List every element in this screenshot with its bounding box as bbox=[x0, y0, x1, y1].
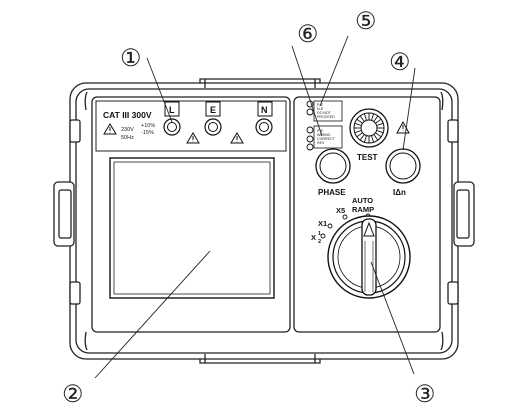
terminal-e: E bbox=[204, 101, 222, 136]
indicator-top-line2: N-E bbox=[317, 107, 324, 111]
callout-4: ④ bbox=[389, 48, 411, 76]
phase-button-label: PHASE bbox=[318, 188, 346, 197]
test-button[interactable] bbox=[349, 108, 389, 148]
selector-xhalf-den: 2 bbox=[318, 239, 321, 245]
idn-button-label: IΔn bbox=[393, 188, 406, 197]
test-button-label: TEST bbox=[357, 153, 378, 162]
terminal-e-label: E bbox=[210, 105, 216, 115]
supply-freq-label: 50Hz bbox=[121, 135, 134, 141]
selector-x1-label: X1 bbox=[318, 219, 327, 228]
warning-triangle-icon bbox=[230, 132, 244, 144]
range-selector-knob[interactable] bbox=[327, 215, 411, 299]
terminal-strip bbox=[95, 100, 287, 152]
selector-xhalf-x: X bbox=[311, 233, 316, 242]
selector-ramp-label: RAMP bbox=[352, 205, 374, 214]
holster bbox=[69, 78, 459, 364]
idn-button[interactable] bbox=[385, 148, 421, 184]
terminal-n: N bbox=[255, 101, 273, 136]
indicator-block-mid: P-E WIRING CORRECT REV bbox=[306, 125, 343, 151]
selector-auto-label: AUTO bbox=[352, 196, 373, 205]
callout-1: ① bbox=[120, 44, 142, 72]
tolerance-plus-label: +10% bbox=[141, 123, 155, 129]
callout-3: ③ bbox=[414, 380, 436, 408]
phase-button[interactable] bbox=[315, 148, 351, 184]
left-panel bbox=[91, 96, 291, 333]
terminal-l: L bbox=[163, 101, 181, 136]
right-clip bbox=[447, 119, 475, 305]
indicator-top-line3: DO NOT bbox=[317, 111, 332, 115]
left-clip bbox=[53, 119, 81, 305]
selector-x5-label: X5 bbox=[336, 206, 345, 215]
warning-triangle-icon bbox=[103, 123, 117, 135]
indicator-block-top: P-E N-E DO NOT PROCEED bbox=[306, 100, 343, 122]
indicator-mid-line3: CORRECT bbox=[317, 137, 336, 141]
terminal-l-label: L bbox=[169, 105, 175, 115]
lcd-display bbox=[109, 157, 275, 299]
terminal-n-label: N bbox=[261, 105, 268, 115]
indicator-top-line4: PROCEED bbox=[317, 115, 335, 119]
callout-leaders bbox=[94, 35, 416, 379]
indicator-mid-line2: WIRING bbox=[317, 133, 331, 137]
callout-5: ⑤ bbox=[355, 7, 377, 35]
rating-label: CAT III 300V bbox=[103, 110, 152, 120]
selector-xhalf-num: 1 bbox=[318, 231, 321, 237]
supply-voltage-label: 230V bbox=[121, 127, 134, 133]
callout-2: ② bbox=[62, 380, 84, 408]
callout-6: ⑥ bbox=[297, 20, 319, 48]
warning-triangle-icon bbox=[186, 132, 200, 144]
tolerance-minus-label: -15% bbox=[141, 130, 154, 136]
indicator-mid-line4: REV bbox=[317, 141, 325, 145]
